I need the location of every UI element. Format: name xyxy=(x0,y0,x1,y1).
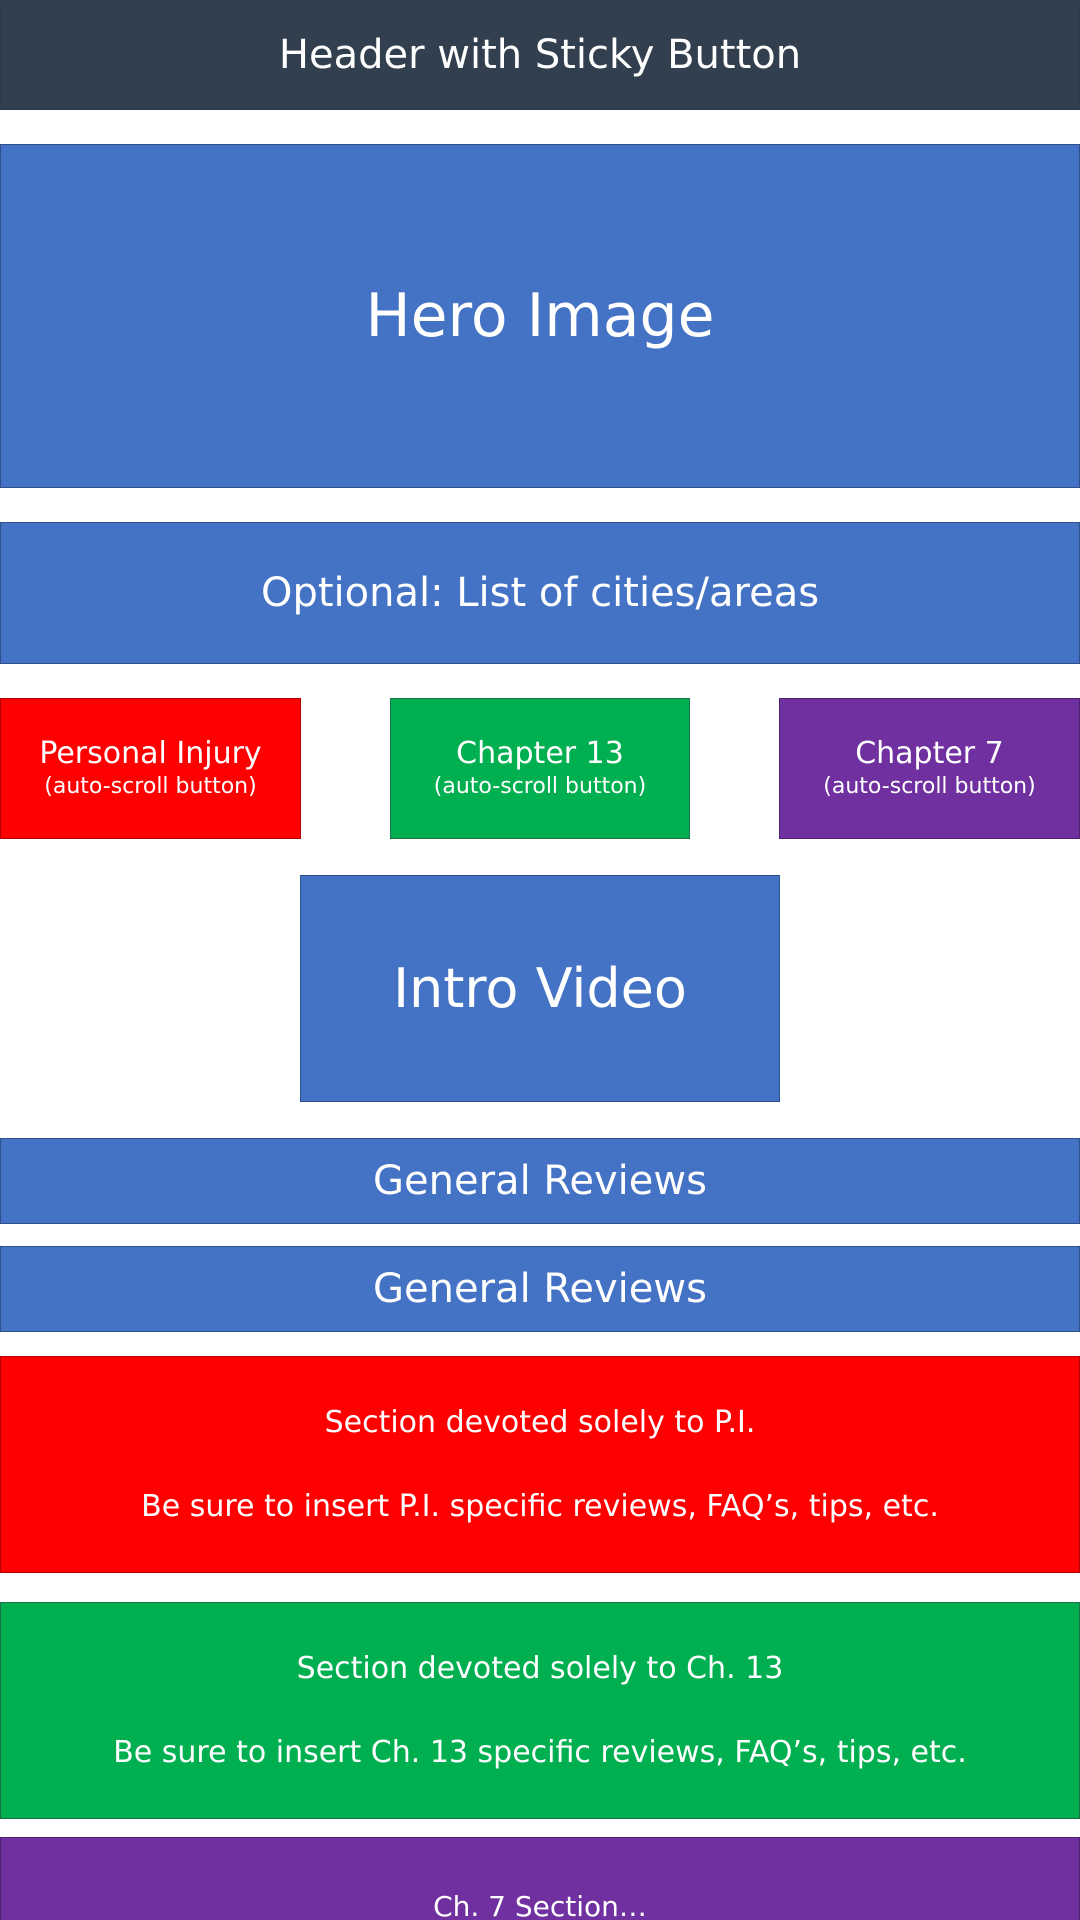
general-reviews-label-2: General Reviews xyxy=(373,1266,707,1312)
general-reviews-block-1: General Reviews xyxy=(0,1138,1080,1224)
personal-injury-button[interactable]: Personal Injury (auto-scroll button) xyxy=(0,698,301,839)
personal-injury-button-subtitle: (auto-scroll button) xyxy=(44,773,257,799)
header-label: Header with Sticky Button xyxy=(278,32,802,78)
intro-video-label: Intro Video xyxy=(393,957,687,1020)
chapter-7-section: Ch. 7 Section… xyxy=(0,1837,1080,1920)
hero-image-block: Hero Image xyxy=(0,144,1080,488)
header-block: Header with Sticky Button xyxy=(0,0,1080,110)
chapter-7-section-heading: Ch. 7 Section… xyxy=(433,1890,647,1920)
personal-injury-section: Section devoted solely to P.I. Be sure t… xyxy=(0,1356,1080,1573)
hero-label: Hero Image xyxy=(365,281,715,351)
chapter-13-button-title: Chapter 13 xyxy=(456,735,624,771)
chapter-13-section: Section devoted solely to Ch. 13 Be sure… xyxy=(0,1602,1080,1819)
chapter-13-button-subtitle: (auto-scroll button) xyxy=(433,773,647,799)
chapter-7-button-title: Chapter 7 xyxy=(855,735,1004,771)
general-reviews-label-1: General Reviews xyxy=(373,1158,707,1204)
personal-injury-button-title: Personal Injury xyxy=(39,735,262,771)
cities-label: Optional: List of cities/areas xyxy=(260,570,820,616)
cities-list-block: Optional: List of cities/areas xyxy=(0,522,1080,664)
general-reviews-block-2: General Reviews xyxy=(0,1246,1080,1332)
chapter-13-button[interactable]: Chapter 13 (auto-scroll button) xyxy=(390,698,690,839)
chapter-13-section-note: Be sure to insert Ch. 13 specific review… xyxy=(113,1734,967,1770)
chapter-13-section-heading: Section devoted solely to Ch. 13 xyxy=(296,1650,784,1686)
personal-injury-section-heading: Section devoted solely to P.I. xyxy=(324,1404,756,1440)
chapter-7-button-subtitle: (auto-scroll button) xyxy=(823,773,1036,799)
intro-video-block: Intro Video xyxy=(300,875,780,1102)
personal-injury-section-note: Be sure to insert P.I. specific reviews,… xyxy=(141,1488,939,1524)
chapter-7-button[interactable]: Chapter 7 (auto-scroll button) xyxy=(779,698,1080,839)
